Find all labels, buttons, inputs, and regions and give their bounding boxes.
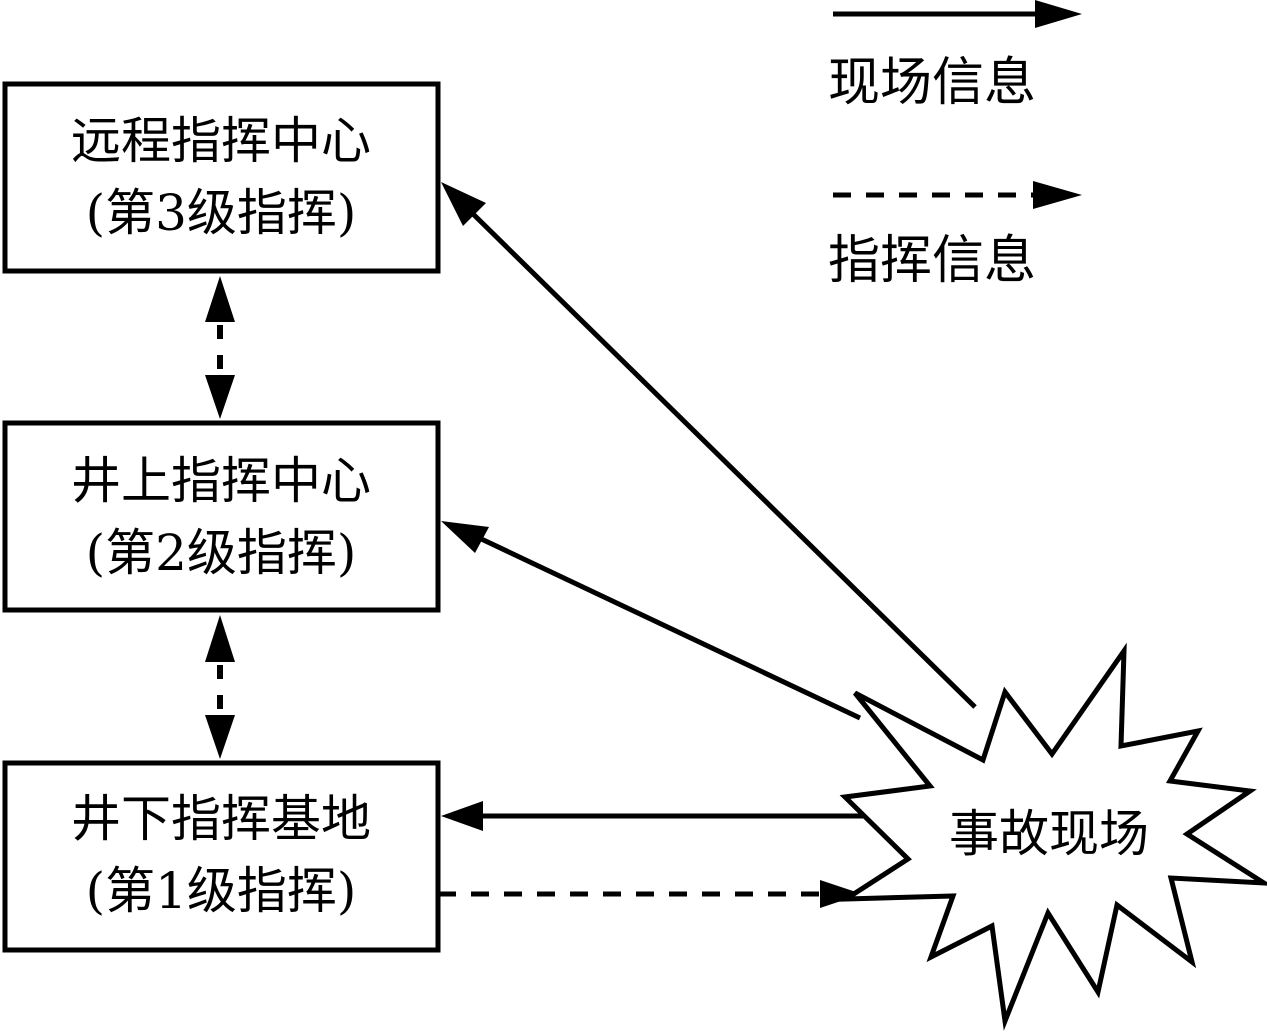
node-scene-label: 事故现场: [949, 805, 1149, 863]
node-remote-command-center: 远程指挥中心 (第3级指挥): [2, 81, 441, 274]
node-level2-title: 井上指挥中心: [71, 452, 371, 510]
edge-scene-level1: [441, 801, 870, 831]
edge-level2-level1: [205, 615, 235, 759]
edge-level1-scene: [438, 880, 862, 908]
edge-solid-line: [468, 209, 977, 709]
legend-dashed-label: 指挥信息: [828, 231, 1036, 291]
edge-scene-level3: [441, 182, 977, 709]
legend-solid-label: 现场信息: [828, 53, 1036, 113]
node-level1-title: 井下指挥基地: [71, 790, 371, 848]
node-underground-command-base: 井下指挥基地 (第1级指挥): [2, 760, 441, 953]
edge-scene-level2: [441, 521, 862, 721]
node-level3-title: 远程指挥中心: [71, 112, 371, 170]
node-accident-scene: 事故现场: [837, 642, 1267, 1031]
explosion-burst-shape: [837, 642, 1267, 1031]
node-level2-subtitle: (第2级指挥): [86, 524, 357, 582]
node-box-level3: [2, 81, 441, 274]
legend-solid-arrowhead: [1035, 0, 1082, 28]
arrowhead: [820, 880, 862, 908]
node-box-level2: [2, 420, 441, 613]
edge-level3-level2: [205, 276, 235, 419]
arrowhead-up: [205, 276, 235, 322]
arrowhead-up: [205, 615, 235, 662]
arrowhead: [441, 182, 486, 226]
legend-dashed-arrowhead: [1033, 181, 1082, 209]
node-box-level1: [2, 760, 441, 953]
arrowhead-down: [205, 715, 235, 759]
arrowhead: [441, 521, 489, 553]
arrowhead: [441, 801, 483, 831]
node-surface-command-center: 井上指挥中心 (第2级指挥): [2, 420, 441, 613]
node-level1-subtitle: (第1级指挥): [86, 862, 357, 920]
edge-solid-line: [473, 533, 862, 721]
arrowhead-down: [205, 375, 235, 419]
legend: 现场信息 指挥信息: [828, 0, 1082, 291]
node-level3-subtitle: (第3级指挥): [86, 184, 357, 242]
